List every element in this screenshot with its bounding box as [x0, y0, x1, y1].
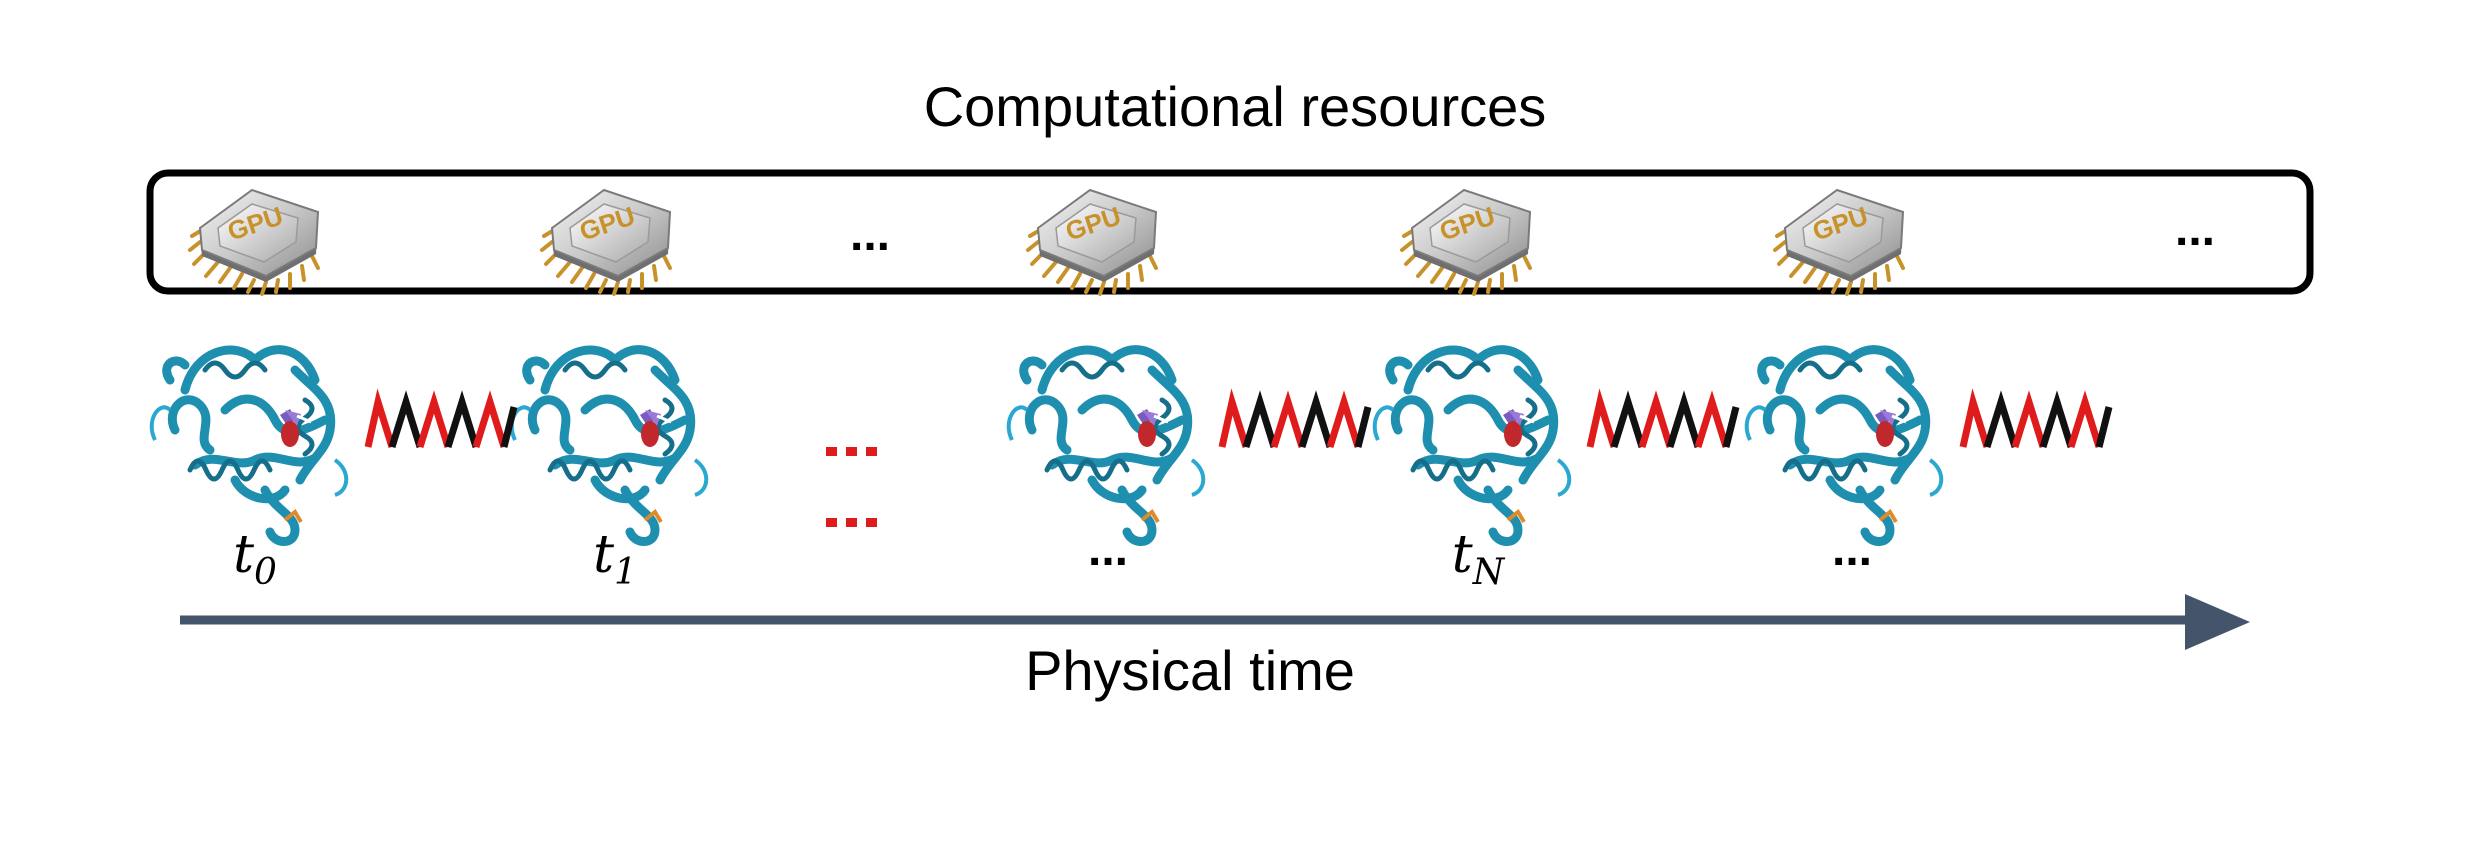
protein-snapshot-1	[152, 350, 347, 542]
axis-label: Physical time	[1025, 639, 1355, 702]
gpu-chip-4: GPU	[1400, 188, 1532, 296]
time-label-2: t1	[593, 525, 637, 593]
spring-connector-2	[1222, 402, 1368, 447]
time-label-5: ...	[1832, 523, 1872, 576]
gpu-row-ellipsis: ...	[850, 208, 890, 261]
protein-snapshot-3	[1009, 350, 1204, 542]
protein-snapshot-2	[512, 350, 707, 542]
protein-snapshot-5	[1747, 350, 1942, 542]
time-label-4: tN	[1452, 525, 1506, 593]
spring-connector-3	[1590, 402, 1736, 447]
gpu-row-ellipsis-end: ...	[2175, 203, 2215, 256]
diagram-title: Computational resources	[924, 75, 1547, 138]
time-label-3: ...	[1088, 523, 1128, 576]
red-ellipsis-gap	[826, 447, 877, 527]
resources-box	[146, 169, 2314, 295]
spring-connector-1	[368, 402, 514, 447]
gpu-chip-2: GPU	[540, 188, 672, 296]
time-label-1: t0	[233, 525, 277, 593]
physical-time-arrow	[180, 594, 2250, 650]
protein-snapshot-4	[1375, 350, 1570, 542]
gpu-chip-1: GPU	[188, 188, 320, 296]
gpu-chip-3: GPU	[1026, 188, 1158, 296]
spring-connector-4	[1963, 402, 2109, 447]
gpu-chip-5: GPU	[1773, 188, 1905, 296]
